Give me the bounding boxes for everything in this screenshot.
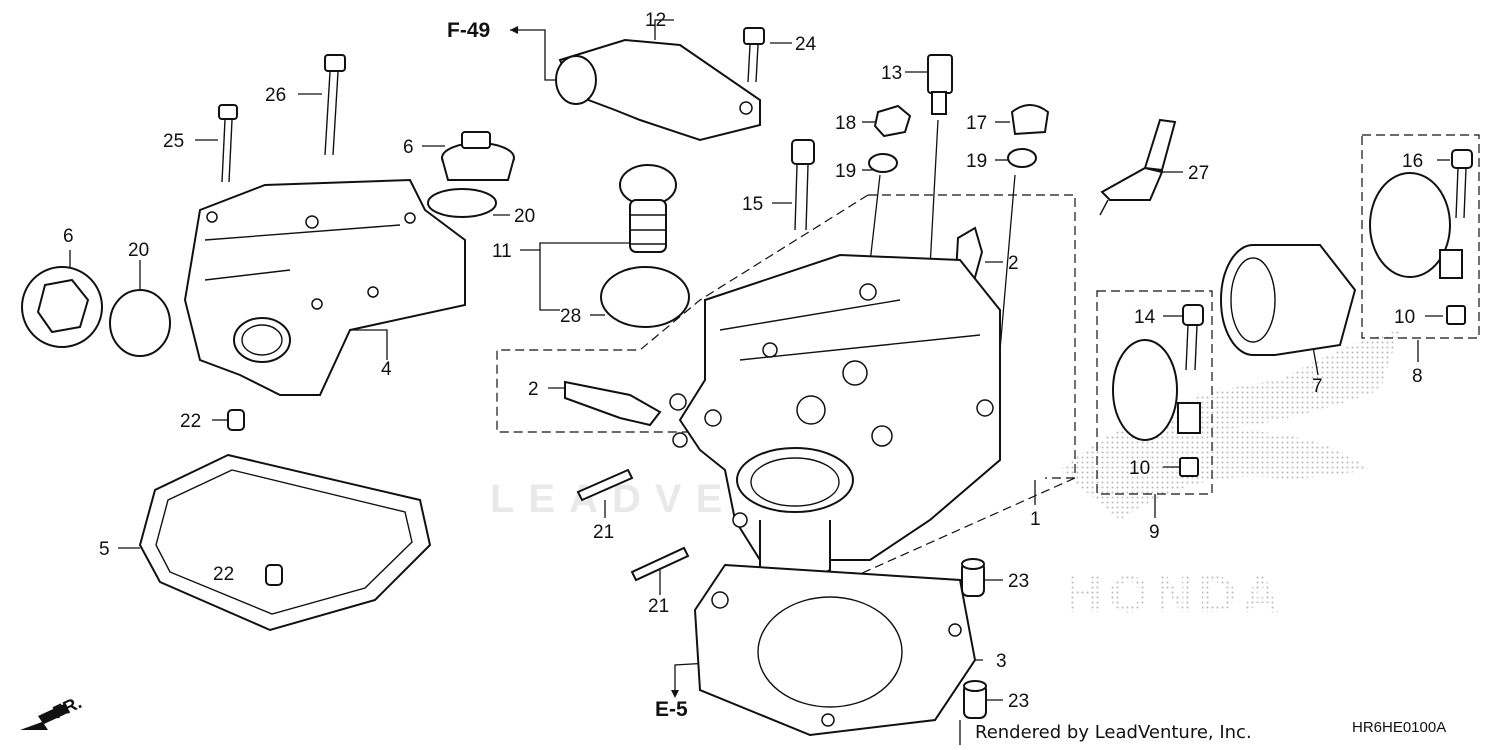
bolt-26 bbox=[324, 54, 346, 156]
head-cover-gasket bbox=[138, 453, 432, 632]
callout-6-left[interactable]: 6 bbox=[63, 226, 74, 247]
callout-6-right[interactable]: 6 bbox=[403, 137, 414, 158]
callout-23-top[interactable]: 23 bbox=[1008, 571, 1029, 592]
honda-wing-logo bbox=[1060, 330, 1400, 520]
callout-15[interactable]: 15 bbox=[742, 194, 763, 215]
callout-27[interactable]: 27 bbox=[1188, 163, 1209, 184]
dowel-23-bottom bbox=[963, 680, 987, 719]
intake-band-9 bbox=[1112, 339, 1201, 441]
front-arrow-icon bbox=[20, 704, 70, 730]
callout-19-right[interactable]: 19 bbox=[966, 151, 987, 172]
honda-watermark: HONDA bbox=[1060, 330, 1400, 624]
cap-nut-18 bbox=[873, 104, 912, 138]
rendered-by-credit: Rendered by LeadVenture, Inc. bbox=[975, 722, 1252, 743]
bolt-25 bbox=[218, 104, 238, 183]
f49-arrow-icon bbox=[510, 26, 518, 34]
temperature-sensor bbox=[927, 54, 953, 115]
screw-16 bbox=[1451, 149, 1473, 219]
callout-23-bottom[interactable]: 23 bbox=[1008, 691, 1029, 712]
callout-9[interactable]: 9 bbox=[1149, 522, 1160, 543]
diagram-code: HR6HE0100A bbox=[1352, 719, 1446, 736]
dowel-22-top bbox=[227, 409, 245, 431]
screw-14 bbox=[1182, 304, 1204, 371]
callout-28[interactable]: 28 bbox=[560, 306, 581, 327]
cylinder-head bbox=[669, 253, 1001, 601]
callout-2-left[interactable]: 2 bbox=[528, 379, 539, 400]
callout-17[interactable]: 17 bbox=[966, 113, 987, 134]
callout-8[interactable]: 8 bbox=[1412, 366, 1423, 387]
dowel-22-bottom bbox=[265, 564, 283, 586]
callout-7[interactable]: 7 bbox=[1312, 376, 1323, 397]
callout-10-band-9[interactable]: 10 bbox=[1129, 458, 1150, 479]
thermostat bbox=[619, 164, 677, 253]
callout-3[interactable]: 3 bbox=[996, 651, 1007, 672]
callout-20-right[interactable]: 20 bbox=[514, 206, 535, 227]
nut-10-band-8 bbox=[1446, 305, 1466, 325]
intake-pipe bbox=[1220, 244, 1357, 356]
callout-26[interactable]: 26 bbox=[265, 85, 286, 106]
callout-24[interactable]: 24 bbox=[795, 34, 817, 55]
bolt-15 bbox=[791, 139, 815, 231]
callout-20-left[interactable]: 20 bbox=[128, 240, 149, 261]
nut-10-band-9 bbox=[1179, 457, 1199, 477]
dowel-23-top bbox=[961, 558, 985, 597]
callout-13[interactable]: 13 bbox=[881, 63, 902, 84]
assembly-outline-1 bbox=[496, 194, 1076, 613]
washer-19-left bbox=[868, 153, 898, 173]
cylinder-head-cover bbox=[183, 178, 466, 396]
bolt-24 bbox=[743, 27, 765, 83]
callout-2-right[interactable]: 2 bbox=[1008, 253, 1019, 274]
callout-10-band-8[interactable]: 10 bbox=[1394, 307, 1415, 328]
intake-band-8 bbox=[1369, 172, 1463, 279]
callout-11[interactable]: 11 bbox=[492, 241, 512, 262]
callout-22-top[interactable]: 22 bbox=[180, 411, 201, 432]
spark-plug bbox=[1099, 118, 1177, 216]
cap-nut-17 bbox=[1010, 104, 1050, 136]
thermostat-seal-28 bbox=[600, 266, 690, 328]
assembly-box-9 bbox=[1096, 290, 1213, 495]
callout-22-bottom[interactable]: 22 bbox=[213, 564, 234, 585]
reference-f49[interactable]: F-49 bbox=[447, 19, 490, 42]
callout-25[interactable]: 25 bbox=[163, 131, 184, 152]
stud-21-top bbox=[576, 468, 634, 502]
washer-19-right bbox=[1007, 148, 1037, 168]
o-ring-20-left bbox=[109, 289, 171, 357]
cap-6-right bbox=[441, 131, 515, 181]
callout-12[interactable]: 12 bbox=[645, 10, 666, 31]
water-outlet bbox=[555, 38, 761, 142]
cylinder-head-gasket bbox=[693, 563, 977, 737]
callout-1[interactable]: 1 bbox=[1030, 509, 1041, 530]
callout-5[interactable]: 5 bbox=[99, 539, 110, 560]
callout-21-top[interactable]: 21 bbox=[593, 522, 614, 543]
assembly-box-8 bbox=[1361, 134, 1480, 339]
e5-arrow-icon bbox=[671, 690, 679, 698]
callout-4[interactable]: 4 bbox=[381, 359, 392, 380]
cap-6-left bbox=[21, 266, 103, 348]
callout-19-left[interactable]: 19 bbox=[835, 161, 856, 182]
honda-wordmark: HONDA bbox=[1065, 566, 1286, 624]
callout-16[interactable]: 16 bbox=[1402, 151, 1423, 172]
o-ring-20-right bbox=[427, 188, 497, 218]
reference-e5[interactable]: E-5 bbox=[655, 698, 688, 721]
stud-21-bottom bbox=[630, 546, 690, 582]
callout-labels: 12 24 13 26 25 6 20 6 20 4 18 17 19 19 1… bbox=[63, 10, 1423, 712]
callout-14[interactable]: 14 bbox=[1134, 307, 1156, 328]
valve-guide-2-left bbox=[564, 380, 662, 427]
callout-21-bottom[interactable]: 21 bbox=[648, 596, 669, 617]
callout-18[interactable]: 18 bbox=[835, 113, 856, 134]
